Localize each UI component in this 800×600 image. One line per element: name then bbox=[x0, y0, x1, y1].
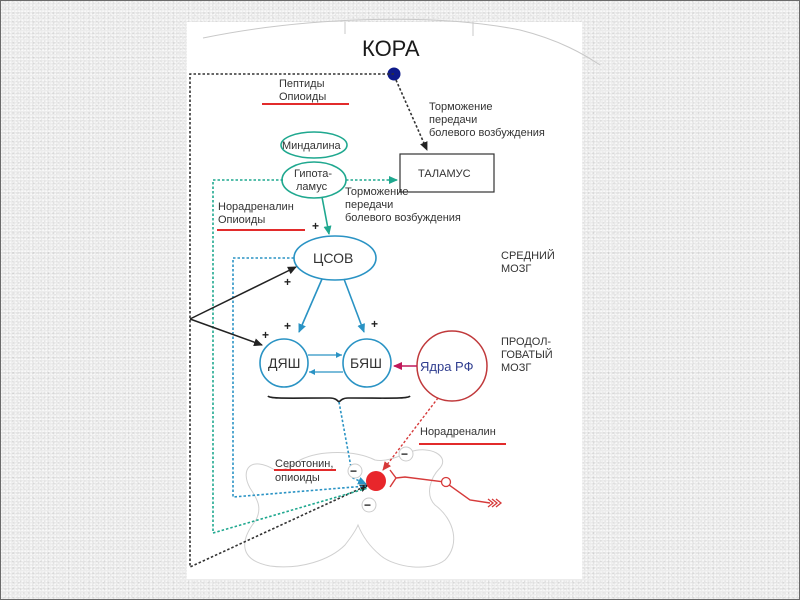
plus-sign: + bbox=[284, 319, 291, 333]
label-inhibition-top-1: Торможение bbox=[429, 101, 492, 113]
minus-badge: − bbox=[347, 463, 363, 479]
svg-text:−: − bbox=[401, 447, 408, 461]
label-noradrenaline-right: Норадреналин bbox=[420, 426, 496, 438]
plus-sign: + bbox=[312, 219, 319, 233]
csov-to-byash-arrow bbox=[343, 278, 365, 333]
dyash-node bbox=[259, 338, 309, 388]
label-peptides: Пептиды bbox=[279, 78, 325, 90]
hypothalamus-to-csov-arrow bbox=[321, 196, 332, 235]
label-inhibition-mid-3: болевого возбуждения bbox=[345, 212, 461, 224]
csov-to-spinal-pathway bbox=[232, 257, 367, 498]
label-inhibition-top-3: болевого возбуждения bbox=[429, 127, 545, 139]
rf-to-spinal-arrow bbox=[382, 397, 439, 471]
cortex-title: КОРА bbox=[362, 36, 420, 61]
amygdala-node bbox=[280, 131, 348, 159]
svg-text:−: − bbox=[364, 498, 371, 512]
spinal-neuron bbox=[366, 471, 386, 491]
label-medulla-3: МОЗГ bbox=[501, 362, 531, 374]
label-serotonin: Серотонин, bbox=[275, 458, 333, 470]
label-opioids-lower: опиоиды bbox=[275, 472, 320, 484]
label-inhibition-top-2: передачи bbox=[429, 114, 477, 126]
spinal-cord-outline bbox=[244, 449, 455, 568]
cortex-outline bbox=[202, 18, 601, 66]
thalamus-box bbox=[399, 153, 495, 193]
label-noradrenaline-left: Норадреналин bbox=[218, 201, 294, 213]
hypothalamus-label-1: Гипота- bbox=[294, 168, 332, 180]
label-midbrain-2: МОЗГ bbox=[501, 263, 531, 275]
junction-to-dyash-arrow bbox=[189, 318, 263, 347]
amygdala-label: Миндалина bbox=[282, 140, 342, 152]
byash-node bbox=[342, 338, 392, 388]
thalamus-label: ТАЛАМУС bbox=[418, 168, 471, 180]
label-inhibition-mid-1: Торможение bbox=[345, 186, 408, 198]
rf-nuclei-label: Ядра РФ bbox=[420, 359, 474, 374]
label-opioids: Опиоиды bbox=[279, 91, 326, 103]
junction-to-csov-arrow bbox=[189, 266, 297, 320]
label-medulla-2: ГОВАТЫЙ bbox=[501, 348, 553, 361]
csov-to-dyash-arrow bbox=[298, 278, 323, 333]
nerve-ending-icon bbox=[487, 498, 503, 508]
label-inhibition-mid-2: передачи bbox=[345, 199, 393, 211]
cortex-to-thalamus-arrow bbox=[395, 79, 428, 151]
label-midbrain-1: СРЕДНИЙ bbox=[501, 249, 555, 262]
afferent-fiber bbox=[389, 469, 491, 504]
label-medulla-1: ПРОДОЛ- bbox=[501, 336, 551, 348]
minus-badge: − bbox=[398, 446, 414, 462]
byash-label: БЯШ bbox=[350, 355, 382, 371]
label-opioids-left: Опиоиды bbox=[218, 214, 265, 226]
ganglion-cell bbox=[440, 476, 452, 488]
dyash-label: ДЯШ bbox=[268, 355, 300, 371]
plus-sign: + bbox=[262, 328, 269, 342]
minus-badge: − bbox=[361, 497, 377, 513]
csov-label: ЦСОВ bbox=[313, 250, 353, 266]
cortex-to-spinal-pathway bbox=[189, 73, 394, 569]
svg-text:−: − bbox=[350, 464, 357, 478]
plus-sign: + bbox=[284, 275, 291, 289]
plus-sign: + bbox=[371, 317, 378, 331]
hypothalamus-label-2: ламус bbox=[296, 181, 328, 193]
grouping-brace bbox=[267, 395, 411, 404]
